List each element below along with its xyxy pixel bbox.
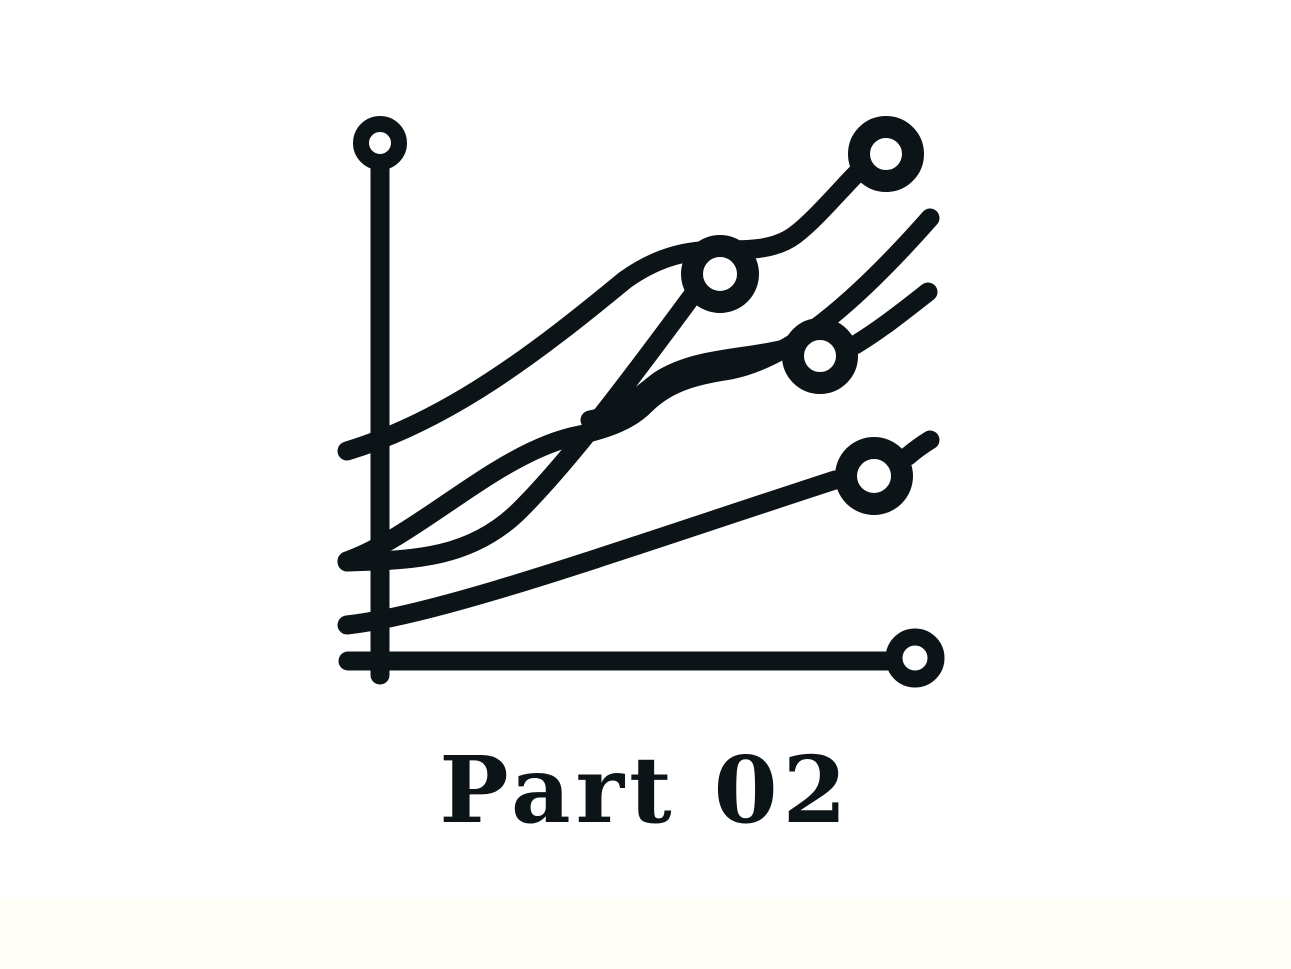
- x-axis-end-marker: [885, 628, 945, 688]
- footer-band: [0, 898, 1291, 969]
- point-marker-middle: [782, 318, 858, 394]
- chart-line-4: [580, 335, 810, 430]
- chart-line-7: [898, 430, 940, 466]
- page-title: Part 02: [439, 736, 852, 844]
- chart-line-6: [337, 470, 845, 635]
- chart-line-1: [337, 162, 868, 461]
- y-axis-end-marker: [353, 116, 407, 170]
- point-marker-lower: [835, 437, 913, 515]
- chart-line-2: [337, 286, 702, 572]
- point-marker-top-right: [848, 116, 924, 192]
- chart-line-5: [845, 282, 938, 355]
- point-marker-upper: [681, 235, 759, 313]
- line-chart-icon: [337, 116, 945, 688]
